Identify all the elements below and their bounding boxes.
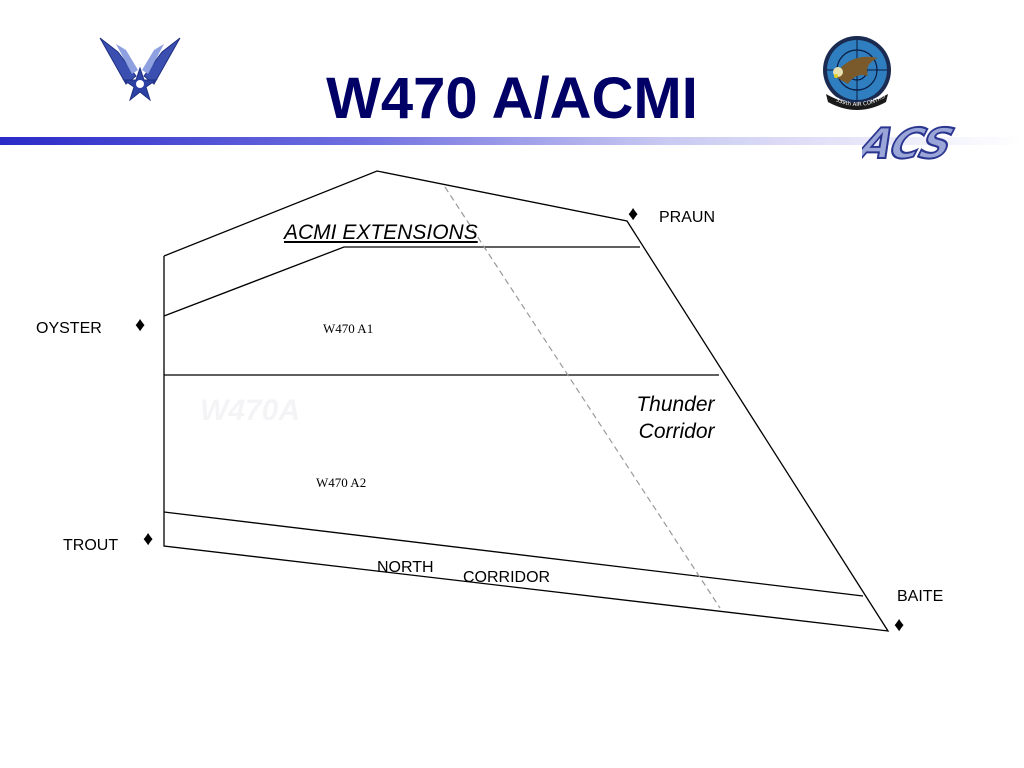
slide-title: W470 A/ACMI xyxy=(326,66,698,131)
header-rule xyxy=(0,137,1024,145)
extension-boundary xyxy=(163,246,640,317)
squadron-patch-logo: 339th AIR CONTROL SQ xyxy=(820,32,891,110)
oyster-marker: ♦ xyxy=(135,314,146,336)
thunder-corridor-dashed-line xyxy=(444,186,721,609)
thunder-corridor-label: Thunder Corridor xyxy=(636,393,715,443)
trout-label: TROUT xyxy=(63,537,119,554)
w470-a2-label: W470 A2 xyxy=(316,475,367,490)
acmi-extensions-label: ACMI EXTENSIONS xyxy=(284,221,478,244)
trout-marker: ♦ xyxy=(143,528,154,550)
north-label: NORTH xyxy=(377,559,434,576)
area-outer-boundary xyxy=(163,170,890,632)
praun-marker: ♦ xyxy=(628,203,639,225)
af-left-inner xyxy=(116,44,138,74)
baite-marker: ♦ xyxy=(894,614,905,636)
praun-label: PRAUN xyxy=(659,209,716,226)
acs-wordmark-text: ACS xyxy=(862,120,959,166)
w470a-watermark: W470A xyxy=(200,394,301,427)
af-right-inner xyxy=(142,44,164,74)
oyster-label: OYSTER xyxy=(36,320,102,337)
air-force-logo xyxy=(99,37,181,102)
acs-wordmark-logo: ACS xyxy=(862,119,960,166)
af-left-wing xyxy=(99,37,137,85)
af-right-wing xyxy=(143,37,181,85)
north-corridor-upper-boundary xyxy=(163,511,864,597)
w470-a1-label: W470 A1 xyxy=(323,321,374,336)
corridor-label: CORRIDOR xyxy=(463,569,551,586)
baite-label: BAITE xyxy=(897,588,944,605)
